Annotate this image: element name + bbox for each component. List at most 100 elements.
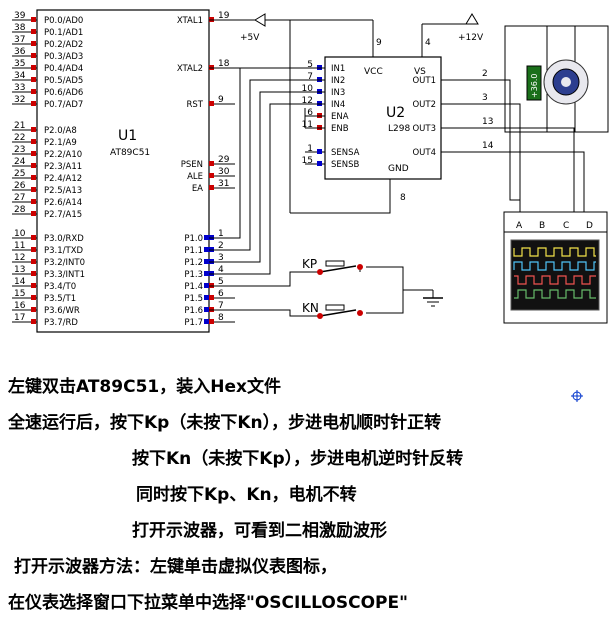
u1-pin-label: RST <box>187 100 204 110</box>
u1-pin-number: 32 <box>14 95 25 105</box>
u2-pin-number: 1 <box>307 144 313 154</box>
button-kn[interactable]: KN <box>209 301 363 319</box>
kp-contact-b <box>357 264 363 270</box>
note-line-2: 全速运行后，按下Kp（未按下Kn），步进电机顺时针正转 <box>8 413 442 433</box>
u1-pin-number: 18 <box>218 59 230 69</box>
u1-pin-label: P3.4/T0 <box>44 282 76 292</box>
u1-pin-label: P0.2/AD2 <box>44 40 83 50</box>
port1-control-wires <box>209 67 391 275</box>
u1-part: AT89C51 <box>110 148 150 158</box>
u1-pin-number: 15 <box>14 289 25 299</box>
u1-pin-number: 24 <box>14 157 26 167</box>
u2-pin-label: ENA <box>331 112 349 122</box>
u1-pin-number: 27 <box>14 193 25 203</box>
out1-pin-number: 2 <box>482 69 488 79</box>
u2-pin-label: ENB <box>331 124 349 134</box>
u2-pin-label: IN3 <box>331 88 345 98</box>
scope-trace <box>513 247 596 257</box>
u2-pin-number: 11 <box>302 120 313 130</box>
u1-pin-label: P0.6/AD6 <box>44 88 83 98</box>
u2-ref: U2 <box>386 105 405 121</box>
u1-pin-label: P1.3 <box>184 270 203 280</box>
u1-pin-label: P3.0/RXD <box>44 234 84 244</box>
u2-pin-label: IN4 <box>331 100 345 110</box>
oscilloscope-instrument[interactable]: A B C D <box>503 211 608 324</box>
u1-pin-6: 6P1.5 <box>184 289 235 304</box>
u1-pin-number: 6 <box>218 289 224 299</box>
button-kp[interactable]: KP <box>209 257 363 287</box>
u1-pin-label: ALE <box>187 172 203 182</box>
u1-pin-number: 4 <box>218 265 224 275</box>
u1-pin-label: P0.3/AD3 <box>44 52 83 62</box>
u2-vs-label: VS <box>414 67 426 77</box>
u2-pin-13: OUT3 <box>412 124 436 134</box>
motor-angle-reading: +36.0 <box>530 73 539 98</box>
scope-channel-b: B <box>539 221 545 231</box>
u2-pin-label: IN2 <box>331 76 345 86</box>
u1-pin-label: P2.5/A13 <box>44 186 82 196</box>
u1-pin-number: 5 <box>218 277 224 287</box>
note-line-3: 按下Kn（未按下Kp），步进电机逆时针反转 <box>132 449 464 469</box>
u2-pin-number: 7 <box>307 72 313 82</box>
u1-pin-number: 8 <box>218 313 224 323</box>
u1-pin-number: 19 <box>218 11 230 21</box>
u1-pin-label: P2.7/A15 <box>44 210 82 220</box>
u1-pin-label: P0.1/AD1 <box>44 28 83 38</box>
u1-pin-label: P0.5/AD5 <box>44 76 83 86</box>
u1-pin-number: 11 <box>14 241 25 251</box>
u1-pin-label: P3.5/T1 <box>44 294 76 304</box>
u1-pin-number: 30 <box>218 167 230 177</box>
scope-channel-d: D <box>586 221 593 231</box>
u1-pin-number: 22 <box>14 133 25 143</box>
power-rail-12v: +12V <box>421 13 484 57</box>
out3-pin-number: 13 <box>482 117 493 127</box>
note-line-5: 打开示波器，可看到二相激励波形 <box>132 521 387 541</box>
u1-ref: U1 <box>118 128 137 144</box>
u1-pin-label: P1.6 <box>184 306 203 316</box>
u2-pin-label: IN1 <box>331 64 345 74</box>
u2-pin8-number: 8 <box>400 193 406 203</box>
stepper-motor[interactable]: +36.0 <box>504 25 609 133</box>
u2-pin-3: OUT2 <box>412 100 436 110</box>
u1-pin-number: 7 <box>218 301 224 311</box>
u1-pin-number: 35 <box>14 59 25 69</box>
u1-pin-number: 33 <box>14 83 25 93</box>
ground-symbol <box>366 266 443 314</box>
u1-pin-label: P3.3/INT1 <box>44 270 85 280</box>
enable-tie-wires <box>209 20 325 213</box>
u1-body <box>36 9 210 333</box>
kp-label: KP <box>302 257 317 271</box>
u1-pin-number: 12 <box>14 253 25 263</box>
scope-channel-a: A <box>516 221 523 231</box>
u1-pin-label: PSEN <box>181 160 203 170</box>
u1-pin-label: P1.2 <box>184 258 203 268</box>
u2-pin-number: 10 <box>302 84 314 94</box>
u1-pin-number: 9 <box>218 95 224 105</box>
motor-angle-display <box>526 65 542 101</box>
note-line-6: 打开示波器方法：左键单击虚拟仪表图标， <box>14 557 337 577</box>
u1-pin-label: P1.7 <box>184 318 203 328</box>
